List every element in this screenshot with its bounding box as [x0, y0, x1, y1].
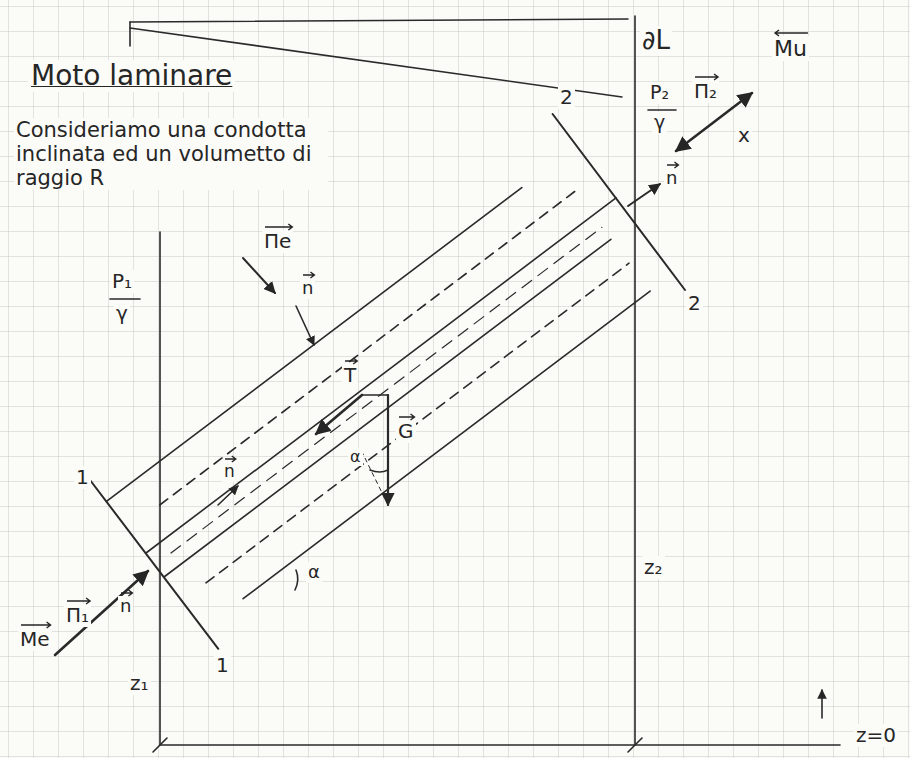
symbol-label: T — [342, 364, 358, 387]
symbol-label: z₁ — [128, 672, 151, 695]
vector-arrow — [264, 223, 295, 231]
symbol-label: 2 — [558, 86, 575, 109]
symbol-label: Π₂ — [692, 80, 719, 103]
symbol-label: γ — [652, 112, 667, 134]
vector-arrow — [20, 621, 54, 629]
symbol-label: z₂ — [642, 556, 665, 579]
symbol-label: P₁ — [110, 270, 134, 293]
symbol-label: Π₁ — [64, 604, 91, 627]
vector-arrow — [66, 597, 93, 605]
title: Moto laminare — [28, 60, 235, 92]
vector-arrow — [120, 589, 135, 597]
vector-arrow — [344, 357, 360, 365]
symbol-label: 2 — [686, 292, 703, 315]
symbol-label: x — [736, 124, 752, 147]
symbol-label: z=0 — [854, 724, 898, 747]
symbol-label: n — [222, 462, 237, 482]
vector-arrow — [224, 455, 239, 463]
vector-arrow — [774, 29, 811, 37]
symbol-label: n — [664, 168, 679, 189]
vector-arrow — [302, 271, 317, 279]
symbol-label: 1 — [74, 466, 91, 489]
symbol-label: γ — [114, 302, 130, 325]
note-text: Consideriamo una condotta inclinata ed u… — [14, 118, 328, 190]
symbol-label: 1 — [214, 654, 231, 677]
vector-arrow — [398, 413, 418, 421]
symbol-label: α — [306, 562, 322, 583]
vector-arrow — [694, 73, 721, 81]
symbol-label: Πe — [262, 230, 293, 253]
symbol-label: P₂ — [648, 82, 671, 104]
symbol-label: Me — [18, 628, 52, 651]
symbol-label: G — [396, 420, 416, 443]
symbol-label: n — [300, 278, 315, 299]
symbol-label: ∂L — [640, 26, 672, 56]
symbol-label: n — [118, 596, 133, 617]
vector-arrow — [666, 161, 681, 169]
symbol-label: α — [348, 448, 363, 466]
symbol-label: Mu — [772, 36, 809, 61]
